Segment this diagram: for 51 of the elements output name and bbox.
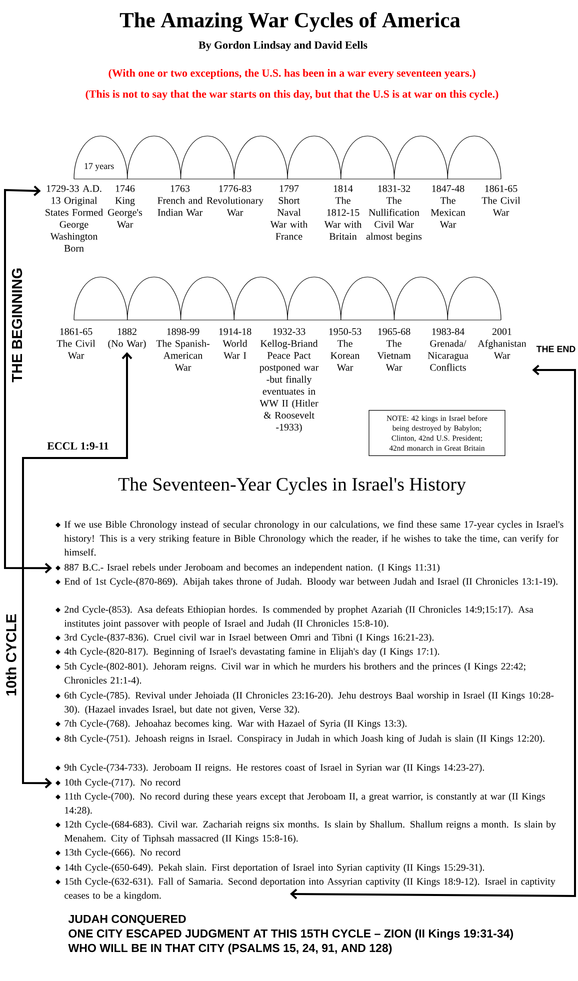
arrow xyxy=(290,364,576,900)
conclusion-text: WHO WILL BE IN THAT CITY (PSALMS 15, 24, 91, AND 128) xyxy=(68,944,392,954)
conclusion-text: ONE CITY ESCAPED JUDGMENT AT THIS 15TH CYCLE – ZION (II Kings 19:31-34) xyxy=(68,929,514,940)
end-label: THE END xyxy=(536,346,576,352)
timeline-entry: 1776-83 Revolutionary War xyxy=(206,185,264,216)
timeline-entry: 1831-32 The Nullification Civil War almost begins xyxy=(366,185,422,242)
list-item: 9th Cycle-(734-733). Jeroboam II reigns. He restores coast of Israel in Syrian war (II Kings 14:23-27). xyxy=(64,764,484,773)
list-item: 13th Cycle-(666). No record xyxy=(65,848,180,858)
list-item: If we use Bible Chronology instead of secular chronology in our calculations, we find these same 17-year cycles in Israel's history! This is a very striking feature in Bible Chronology which the reader, if he wishes to take the time, can verify for himself. xyxy=(64,520,564,556)
list-item: 12th Cycle-(684-683). Civil war. Zachariah reigns six months. Is slain by Shallum. Shallum reigns a month. Is slain by Menahem. City of Tiphsah massacred (II Kings 15:8-16). xyxy=(64,820,556,844)
list-item: 2nd Cycle-(853). Asa defeats Ethiopian hordes. Is commended by prophet Azariah (II Chronicles 14:9;15:17). Asa institutes joint passover with people of Israel and Judah (II Chronicles 15:8-10). xyxy=(64,606,534,629)
timeline-entry: 1861-65 The Civil War xyxy=(56,328,96,359)
span-label: 17 years xyxy=(84,163,114,171)
timeline-entry: 1914-18 World War I xyxy=(219,328,252,359)
timeline-entry: 1847-48 The Mexican War xyxy=(430,185,466,228)
verse-reference: ECCL 1:9-11 xyxy=(47,442,108,450)
list-item: 887 B.C.- Israel rebels under Jeroboam and becomes an independent nation. (I Kings 11:31) xyxy=(64,564,440,573)
edge-label: THE BEGINNING xyxy=(12,268,22,382)
section-heading: The Seventeen-Year Cycles in Israel's History xyxy=(118,477,466,495)
list-item: 3rd Cycle-(837-836). Cruel civil war in Israel between Omri and Tibni (I Kings 16:21-23). xyxy=(64,634,434,643)
timeline-entry: 1882 (No War) xyxy=(108,328,146,349)
timeline-entry: 1898-99 The Spanish-American War xyxy=(156,328,210,371)
timeline-entry: 1950-53 The Korean War xyxy=(329,328,362,371)
timeline-entry: 1861-65 The Civil War xyxy=(482,185,520,216)
timeline-entry: 1797 Short Naval War with France xyxy=(270,185,308,240)
arrow xyxy=(22,352,132,788)
timeline-entry: 1746 King George's War xyxy=(108,185,142,228)
list-item: 11th Cycle-(700). No record during these years except that Jeroboam II, a great warrior, is constantly at war (II Kings 14:28). xyxy=(65,792,545,816)
list-item: 14th Cycle-(650-649). Pekah slain. First deportation of Israel into Syrian captivity (II Kings 15:29-31). xyxy=(65,864,484,873)
list-item: End of 1st Cycle-(870-869). Abijah takes throne of Judah. Bloody war between Judah and Israel (II Chronicles 13:1-19). xyxy=(64,578,558,587)
list-item: 4th Cycle-(820-817). Beginning of Israel's devastating famine in Elijah's day (I Kings 17:1). xyxy=(64,648,440,657)
subtitle: By Gordon Lindsay and David Eells xyxy=(198,41,368,51)
note-text: (This is not to say that the war starts on this day, but that the U.S is at war on this cycle.) xyxy=(86,90,498,100)
list-item: 10th Cycle-(717). No record xyxy=(65,778,180,788)
list-item: 15th Cycle-(632-631). Fall of Samaria. Second deportation into Assyrian captivity (II Kings 18:9-12). Israel in captivity ceases to be a kingdom. xyxy=(64,878,556,901)
conclusion-text: JUDAH CONQUERED xyxy=(68,914,186,926)
timeline-entry: 2001 Afghanistan War xyxy=(478,328,526,359)
timeline-entry: 1729-33 A.D. 13 Original States Formed George Washington Born xyxy=(46,185,103,252)
title: The Amazing War Cycles of America xyxy=(120,12,460,32)
arrow xyxy=(4,186,52,574)
timeline-entry: 1763 French and Indian War xyxy=(158,185,203,216)
list-item: 6th Cycle-(785). Revival under Jehoiada (II Chronicles 23:16-20). Jehu destroys Baal worship in Israel (II Kings 10:28-30). (Hazael invades Israel, but date not given, Verse 32). xyxy=(64,692,554,715)
list-item: 5th Cycle-(802-801). Jehoram reigns. Civil war in which he murders his brothers and the princes (I Kings 22:42; Chronicles 21:1-4). xyxy=(64,662,526,686)
timeline-entry: 1965-68 The Vietnam War xyxy=(377,328,411,371)
note-text: (With one or two exceptions, the U.S. has been in a war every seventeen years.) xyxy=(108,69,476,79)
timeline-entry: 1932-33 Kellog-Briand Peace Pact postponed war -but finally eventuates in WW II (Hitler & Roosevelt -1933) xyxy=(260,328,319,433)
timeline-entry: 1814 The 1812-15 War with Britain xyxy=(324,185,362,240)
list-item: 7th Cycle-(768). Jehoahaz becomes king. War with Hazael of Syria (II Kings 13:3). xyxy=(64,720,406,729)
list-item: 8th Cycle-(751). Jehoash reigns in Israel. Conspiracy in Judah in which Joash king of Judah is slain (II Kings 12:20). xyxy=(64,734,544,744)
edge-label: 10th CYCLE xyxy=(6,614,16,696)
timeline-entry: 1983-84 Grenada/ Nicaragua Conflicts xyxy=(428,328,468,371)
